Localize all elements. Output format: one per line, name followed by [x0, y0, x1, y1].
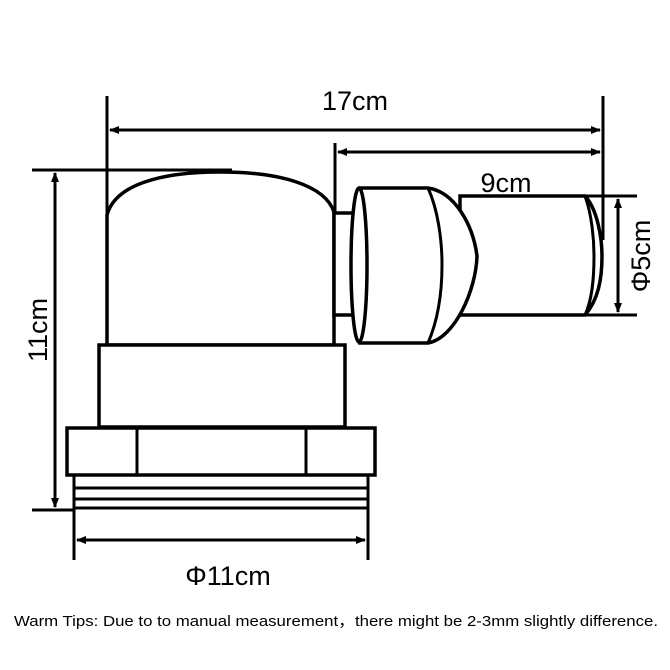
overall-length-label: 17cm: [322, 86, 388, 116]
base-diameter-label: Φ11cm: [185, 561, 271, 591]
pump-drawing: [65, 170, 604, 512]
outlet-length-label: 9cm: [480, 168, 531, 198]
dome-body: [105, 170, 336, 347]
cap-face: [349, 186, 369, 344]
nut: [65, 426, 377, 477]
thread: [72, 475, 370, 512]
collar: [97, 343, 347, 429]
outlet-tube: [458, 194, 604, 317]
height-label: 11cm: [23, 298, 53, 362]
outlet-cap: [358, 186, 479, 345]
outlet-diameter-label: Φ5cm: [626, 220, 656, 293]
dimension-lines: [32, 96, 637, 560]
warm-tips: Warm Tips: Due to to manual measurement，…: [14, 613, 658, 630]
